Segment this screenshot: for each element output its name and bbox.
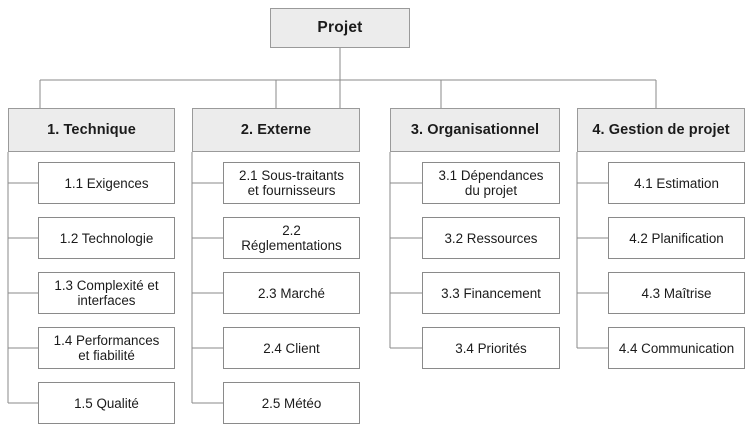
category-header-label: 3. Organisationnel	[410, 121, 540, 138]
category-header-1-technique[interactable]: 1. Technique	[8, 108, 175, 152]
category-header-label: 4. Gestion de projet	[592, 121, 730, 138]
risk-node-1-3-complexite-et-interfaces[interactable]: 1.3 Complexité et interfaces	[38, 272, 175, 314]
risk-node-4-3-maitrise[interactable]: 4.3 Maîtrise	[608, 272, 745, 314]
risk-node-4-4-communication[interactable]: 4.4 Communication	[608, 327, 745, 369]
risk-node-label: 2.4 Client	[263, 340, 320, 356]
risk-node-3-3-financement[interactable]: 3.3 Financement	[422, 272, 560, 314]
category-header-label: 1. Technique	[47, 121, 136, 138]
risk-node-label: 3.4 Priorités	[455, 340, 527, 356]
risk-node-label: 4.4 Communication	[618, 340, 735, 356]
risk-node-1-4-performances-et-fiabilite[interactable]: 1.4 Performances et fiabilité	[38, 327, 175, 369]
risk-node-2-1-sous-traitants-et-fournisseurs[interactable]: 2.1 Sous-traitants et fournisseurs	[223, 162, 360, 204]
risk-node-4-1-estimation[interactable]: 4.1 Estimation	[608, 162, 745, 204]
risk-node-2-3-marche[interactable]: 2.3 Marché	[223, 272, 360, 314]
risk-node-1-5-qualite[interactable]: 1.5 Qualité	[38, 382, 175, 424]
risk-node-2-5-meteo[interactable]: 2.5 Météo	[223, 382, 360, 424]
risk-node-label: 1.3 Complexité et interfaces	[54, 278, 159, 308]
category-header-4-gestion-de-projet[interactable]: 4. Gestion de projet	[577, 108, 745, 152]
category-header-3-organisationnel[interactable]: 3. Organisationnel	[390, 108, 560, 152]
risk-node-label: 3.2 Ressources	[444, 230, 538, 246]
risk-node-label: 2.5 Météo	[261, 395, 322, 411]
risk-node-label: 2.2 Réglementations	[241, 223, 342, 253]
risk-node-1-2-technologie[interactable]: 1.2 Technologie	[38, 217, 175, 259]
risk-node-label: 2.3 Marché	[258, 285, 325, 301]
risk-node-3-4-priorites[interactable]: 3.4 Priorités	[422, 327, 560, 369]
risk-node-label: 4.3 Maîtrise	[641, 285, 712, 301]
risk-node-label: 1.1 Exigences	[64, 175, 149, 191]
risk-node-label: 1.5 Qualité	[74, 395, 139, 411]
root-node-label: Projet	[317, 19, 363, 37]
risk-node-1-1-exigences[interactable]: 1.1 Exigences	[38, 162, 175, 204]
risk-node-label: 1.2 Technologie	[59, 230, 154, 246]
risk-node-label: 4.2 Planification	[629, 230, 724, 246]
risk-node-3-1-dependances-du-projet[interactable]: 3.1 Dépendances du projet	[422, 162, 560, 204]
risk-node-label: 2.1 Sous-traitants et fournisseurs	[239, 168, 344, 198]
risk-node-2-2-reglementations[interactable]: 2.2 Réglementations	[223, 217, 360, 259]
root-node-projet[interactable]: Projet	[270, 8, 410, 48]
risk-node-label: 1.4 Performances et fiabilité	[53, 333, 160, 363]
risk-node-label: 4.1 Estimation	[634, 175, 719, 191]
risk-node-label: 3.1 Dépendances du projet	[438, 168, 544, 198]
risk-node-3-2-ressources[interactable]: 3.2 Ressources	[422, 217, 560, 259]
risk-node-4-2-planification[interactable]: 4.2 Planification	[608, 217, 745, 259]
risk-node-2-4-client[interactable]: 2.4 Client	[223, 327, 360, 369]
risk-node-label: 3.3 Financement	[441, 285, 541, 301]
category-header-label: 2. Externe	[240, 121, 312, 138]
category-header-2-externe[interactable]: 2. Externe	[192, 108, 360, 152]
